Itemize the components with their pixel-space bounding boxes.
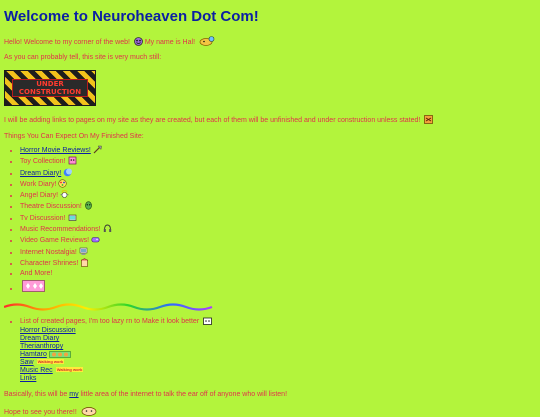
created-page-link[interactable]: Hamtaro xyxy=(20,351,47,359)
paint-icon xyxy=(58,179,68,188)
expect-item: Tv Discussion! xyxy=(20,213,536,224)
expect-item-label: Angel Diary! xyxy=(20,192,59,200)
cat-icon xyxy=(203,317,213,325)
expect-item-link[interactable]: Horror Movie Reviews! xyxy=(20,147,91,154)
smiley-icon xyxy=(133,37,143,46)
wip-badge: Walking work xyxy=(55,367,84,373)
expect-item: Internet Nostalgia! xyxy=(20,247,536,258)
expect-item-label: Work Diary! xyxy=(20,180,57,188)
created-link-row: Hamtaro xyxy=(20,351,536,359)
face-icon xyxy=(81,407,97,417)
rainbow-divider xyxy=(4,303,213,311)
notice-text: I will be adding links to pages on my si… xyxy=(4,117,421,124)
greeting-text: Hello! Welcome to my corner of the web! xyxy=(4,39,130,46)
toy-icon xyxy=(68,156,76,165)
created-page-link[interactable]: Music Rec xyxy=(20,367,53,375)
expect-item: Toy Collection! xyxy=(20,156,536,167)
my-link[interactable]: my xyxy=(69,391,79,399)
expect-item-label: And More! xyxy=(20,270,53,278)
tv-icon xyxy=(68,214,76,221)
expect-item: And More! xyxy=(20,269,536,279)
expect-item-label: Theatre Discussion! xyxy=(20,203,82,211)
expect-item-label: Video Game Reviews! xyxy=(20,237,90,245)
closing-line: Basically, this will be my little area o… xyxy=(4,391,288,399)
still-text: As you can probably tell, this site is v… xyxy=(4,54,162,61)
created-page-link[interactable]: Therianthropy xyxy=(20,343,64,351)
greeting-line: Hello! Welcome to my corner of the web! … xyxy=(4,36,536,47)
gamepad-icon xyxy=(91,237,100,243)
created-link-row: Links xyxy=(20,375,536,383)
computer-icon xyxy=(79,247,88,255)
expect-heading: Things You Can Expect On My Finished Sit… xyxy=(4,133,144,140)
created-heading: List of created pages, I'm too lazy rn t… xyxy=(20,317,536,327)
hamtaro-icon xyxy=(49,351,71,358)
hope-line: Hope to see you there!! xyxy=(4,407,536,417)
created-page-link[interactable]: Links xyxy=(20,375,37,383)
expect-item: Character Shrines! xyxy=(20,258,536,269)
name-text: My name is Hal! xyxy=(144,39,196,46)
shrug-icon xyxy=(424,115,434,124)
under-construction-banner: UNDER CONSTRUCTION xyxy=(4,70,96,106)
expect-item-link[interactable]: Dream Diary! xyxy=(20,169,62,177)
expect-item xyxy=(20,279,536,294)
expect-item[interactable]: Horror Movie Reviews! xyxy=(20,145,536,156)
banner-label: UNDER CONSTRUCTION xyxy=(12,79,88,97)
pet-icon xyxy=(199,36,215,46)
expect-item[interactable]: Dream Diary! xyxy=(20,168,536,179)
expect-item: Theatre Discussion! xyxy=(20,201,536,212)
page-title: Welcome to Neuroheaven Dot Com! xyxy=(4,8,259,25)
expect-item-label: Toy Collection! xyxy=(20,158,66,166)
moon-icon xyxy=(63,168,73,176)
axe-icon xyxy=(93,145,102,154)
mask-icon xyxy=(85,201,92,211)
headphones-icon xyxy=(103,224,111,233)
expect-item-label: Tv Discussion! xyxy=(20,214,66,222)
created-page-link[interactable]: Saw xyxy=(20,359,34,367)
expect-item: Work Diary! xyxy=(20,179,536,190)
created-link-row: Horror Discussion xyxy=(20,327,536,335)
expect-list: Horror Movie Reviews! Toy Collection! Drea… xyxy=(4,145,536,294)
created-link-row: Therianthropy xyxy=(20,343,536,351)
expect-item: Angel Diary! xyxy=(20,190,536,201)
expect-item: Music Recommendations! xyxy=(20,224,536,235)
created-pages-list: List of created pages, I'm too lazy rn t… xyxy=(4,317,536,327)
page: Welcome to Neuroheaven Dot Com! Hello! W… xyxy=(4,8,536,417)
expect-item: Video Game Reviews! xyxy=(20,235,536,246)
sparkle-icon xyxy=(22,279,45,292)
wip-badge: Walking work xyxy=(36,359,65,365)
created-page-link[interactable]: Horror Discussion xyxy=(20,327,76,335)
notice-line: I will be adding links to pages on my si… xyxy=(4,115,536,125)
expect-item-label: Internet Nostalgia! xyxy=(20,248,77,256)
expect-item-label: Music Recommendations! xyxy=(20,226,101,234)
created-link-row: Dream Diary xyxy=(20,335,536,343)
shrine-icon xyxy=(81,258,89,267)
angel-icon xyxy=(60,190,69,198)
expect-item-label: Character Shrines! xyxy=(20,259,79,267)
created-page-link[interactable]: Dream Diary xyxy=(20,335,60,343)
